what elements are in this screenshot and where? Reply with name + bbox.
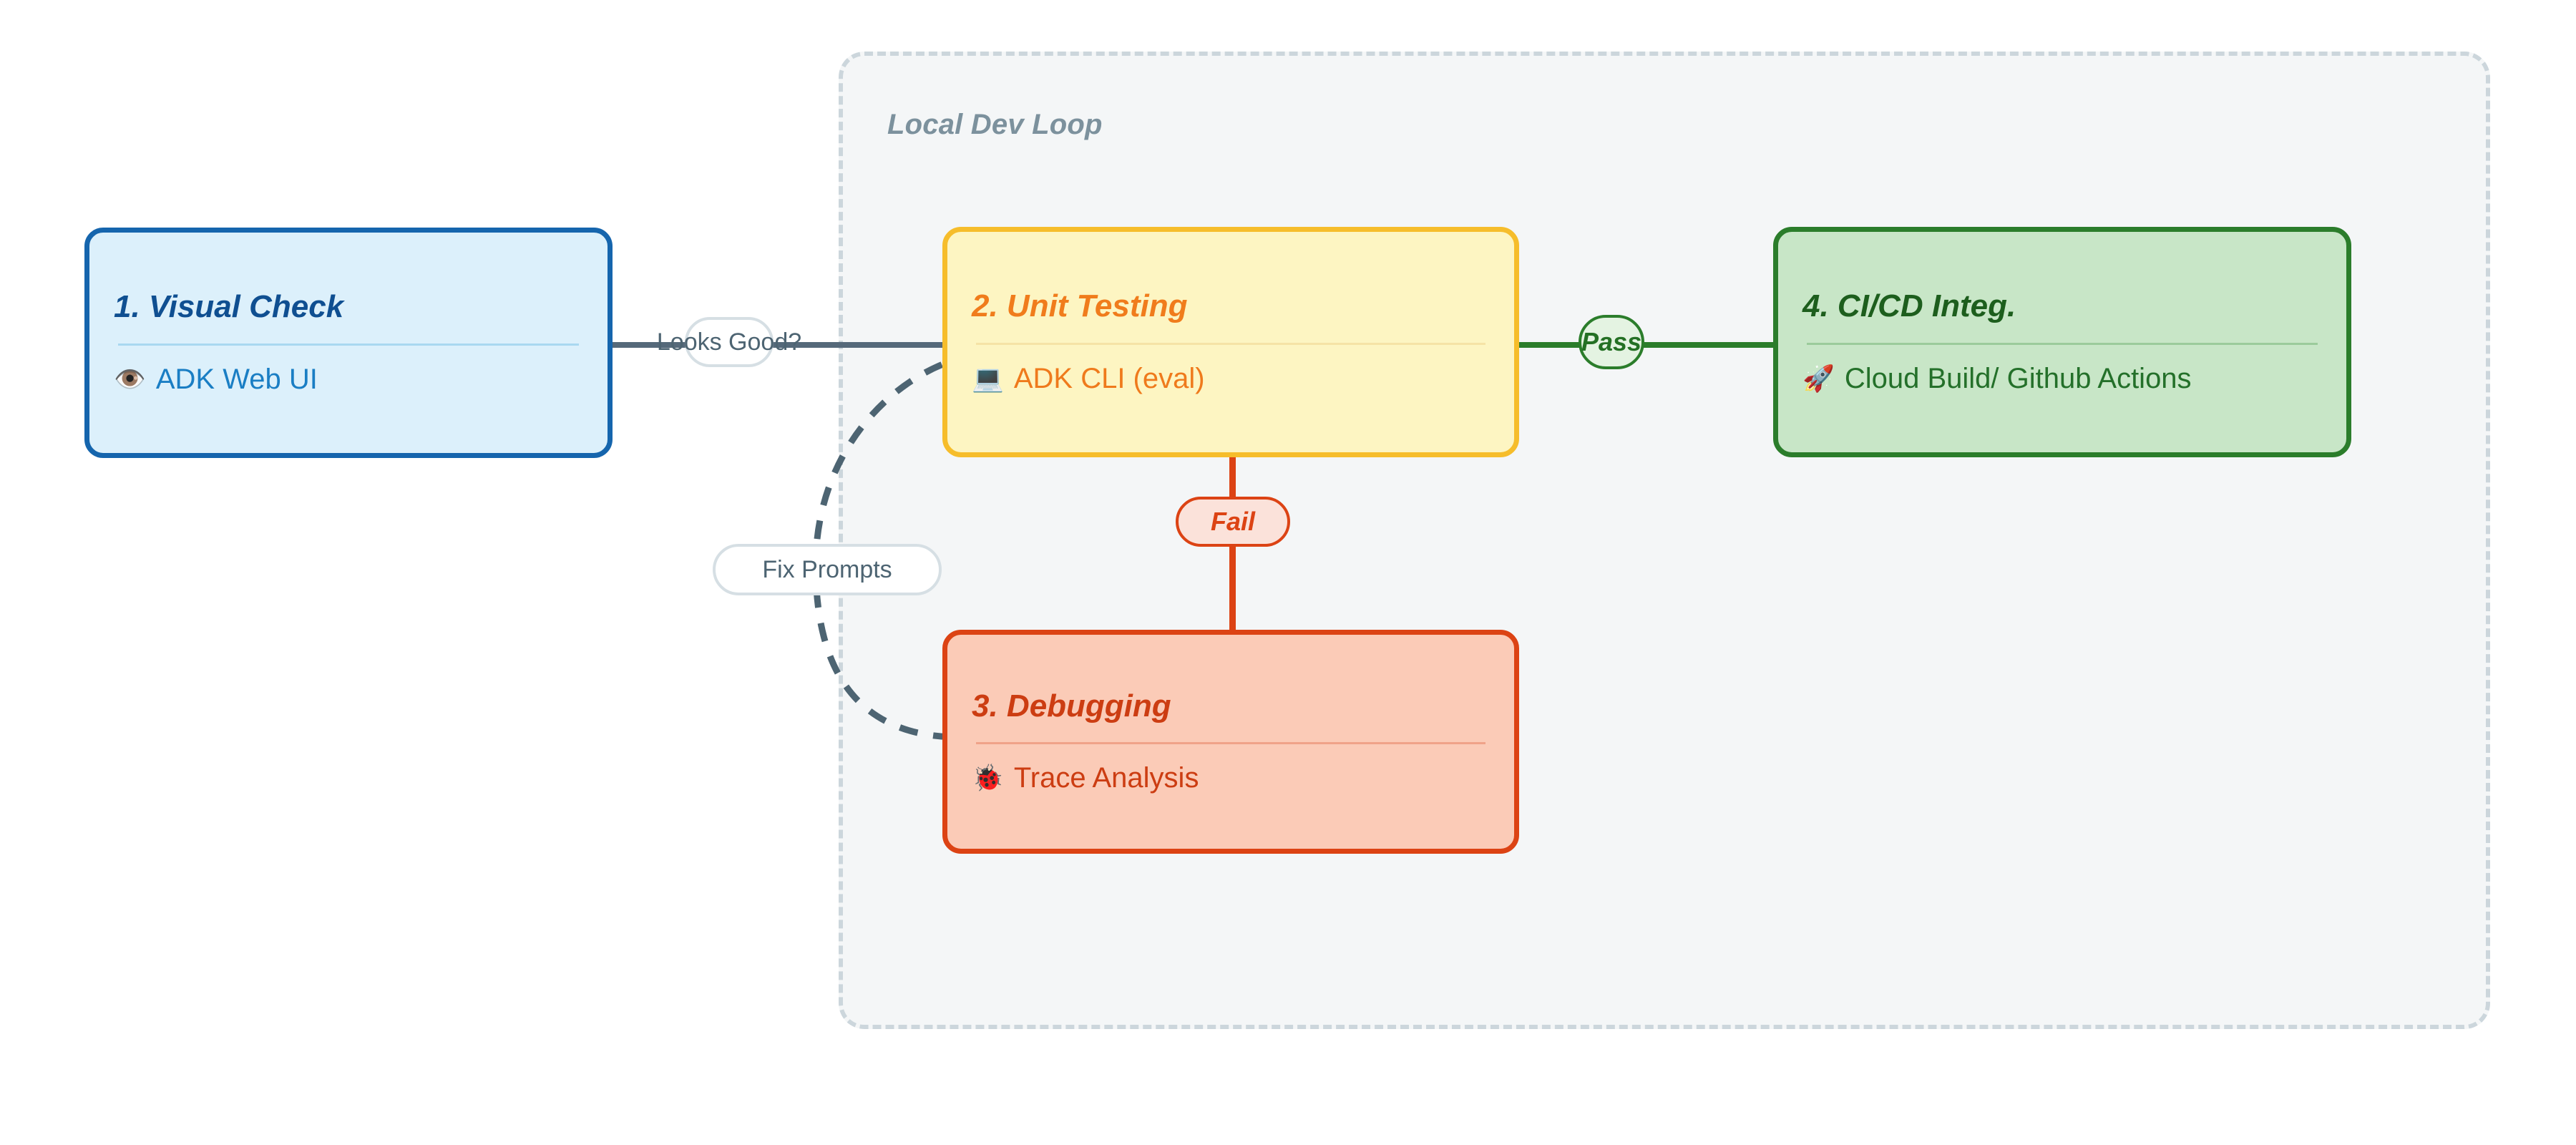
- node-debugging-divider: [976, 742, 1485, 745]
- node-cicd-title: 4. CI/CD Integ.: [1802, 288, 2016, 324]
- edge-label-fix-prompts: Fix Prompts: [713, 544, 942, 595]
- node-debugging-title: 3. Debugging: [972, 688, 1171, 723]
- edge-label-looks-good: Looks Good?: [657, 317, 801, 367]
- node-visual-check-subtitle: 👁️ ADK Web UI: [114, 363, 583, 396]
- node-visual-check-title: 1. Visual Check: [114, 289, 344, 325]
- node-cicd-divider: [1807, 342, 2318, 345]
- subgraph-title: Local Dev Loop: [887, 109, 1103, 140]
- node-cicd-subtitle: 🚀 Cloud Build/ Github Actions: [1802, 362, 2322, 395]
- node-unit-testing[interactable]: 2. Unit Testing 💻 ADK CLI (eval): [942, 227, 1519, 457]
- node-debugging-subtitle: 🐞 Trace Analysis: [972, 761, 1490, 794]
- edge-visual-check-to-looks-good: [613, 342, 686, 348]
- edge-pass-to-cicd: [1643, 342, 1775, 348]
- node-visual-check[interactable]: 1. Visual Check 👁️ ADK Web UI: [84, 228, 613, 458]
- subgraph-local-dev-loop: [839, 52, 2490, 1029]
- node-visual-check-subtitle-text: ADK Web UI: [155, 363, 318, 395]
- node-debugging-subtitle-text: Trace Analysis: [1013, 762, 1199, 794]
- rocket-icon: 🚀: [1802, 363, 1835, 393]
- node-unit-testing-subtitle-text: ADK CLI (eval): [1013, 362, 1205, 394]
- node-cicd-integration[interactable]: 4. CI/CD Integ. 🚀 Cloud Build/ Github Ac…: [1773, 227, 2351, 457]
- edge-unit-testing-to-fail: [1229, 457, 1236, 501]
- node-debugging[interactable]: 3. Debugging 🐞 Trace Analysis: [942, 630, 1519, 854]
- edge-label-looks-good-text: Looks Good?: [656, 328, 802, 356]
- node-unit-testing-title: 2. Unit Testing: [972, 288, 1188, 324]
- edge-label-pass: Pass: [1579, 315, 1644, 369]
- node-unit-testing-divider: [976, 342, 1485, 345]
- eye-icon: 👁️: [114, 364, 146, 394]
- node-unit-testing-subtitle: 💻 ADK CLI (eval): [972, 362, 1490, 395]
- edge-fail-to-debugging: [1229, 538, 1236, 631]
- node-visual-check-divider: [118, 343, 579, 346]
- laptop-icon: 💻: [972, 363, 1004, 393]
- edge-looks-good-to-unit-testing: [773, 342, 945, 348]
- node-cicd-subtitle-text: Cloud Build/ Github Actions: [1844, 362, 2192, 394]
- edge-label-fail: Fail: [1176, 497, 1290, 547]
- lady-beetle-icon: 🐞: [972, 763, 1004, 793]
- edge-unit-testing-to-pass: [1519, 342, 1580, 348]
- edge-label-pass-text: Pass: [1581, 327, 1642, 356]
- edge-label-fix-prompts-text: Fix Prompts: [762, 556, 892, 583]
- edge-label-fail-text: Fail: [1210, 507, 1255, 536]
